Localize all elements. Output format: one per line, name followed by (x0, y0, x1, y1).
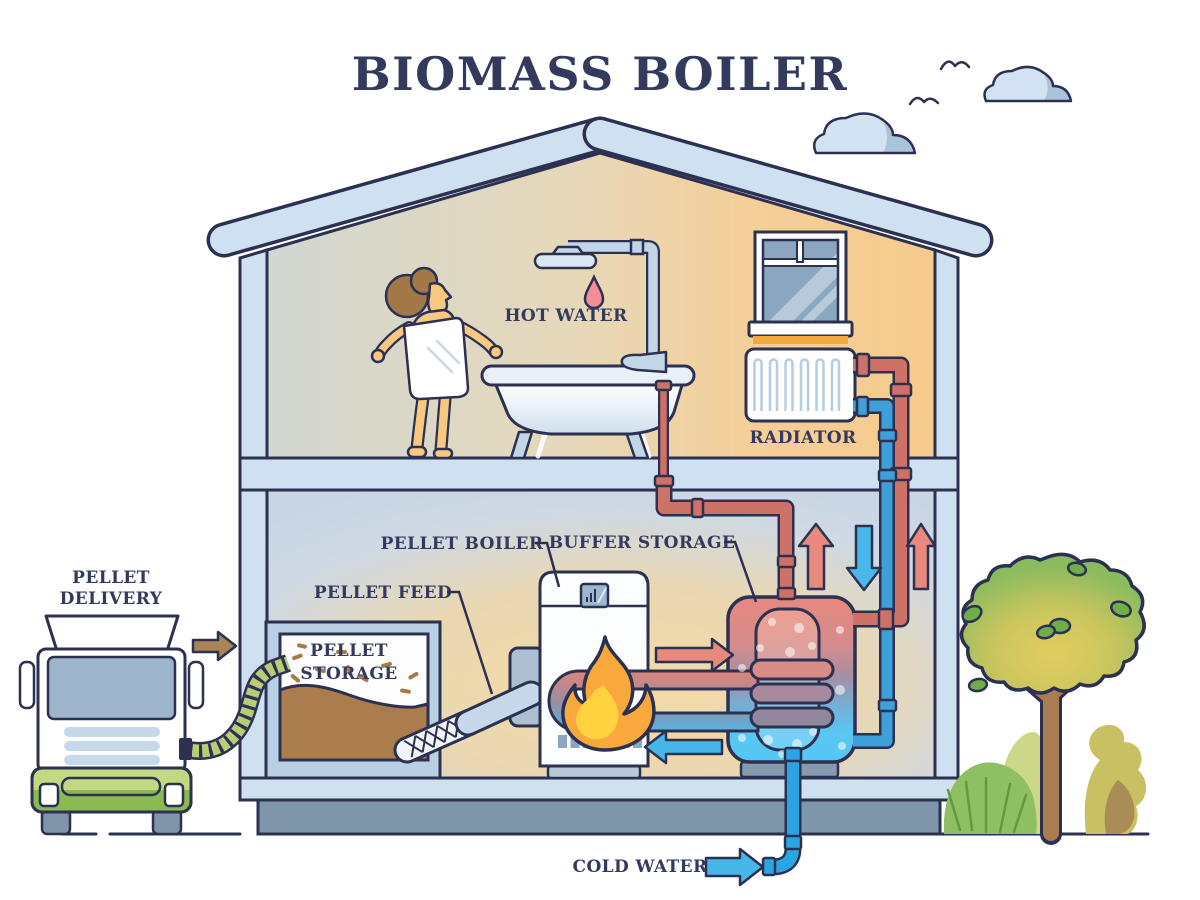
radiator (744, 347, 857, 423)
window-sill (747, 320, 854, 338)
pellet-delivery-label: PELLET (72, 568, 150, 588)
window (747, 230, 854, 344)
callout-labels: PELLET BOILER BUFFER STORAGE PELLET FEED (314, 533, 758, 695)
shower (533, 238, 660, 378)
roof-left-slope (206, 116, 618, 258)
pipe-couplings (653, 352, 913, 851)
flow-arrows (643, 522, 937, 887)
pipe-bath-supply (655, 383, 795, 600)
page-title: BIOMASS BOILER (352, 47, 848, 101)
woman-figure (370, 266, 504, 460)
arrow-up-hot-icon (905, 522, 937, 591)
arrow-down-cold-icon (845, 524, 883, 592)
arrow-cold-water-icon (704, 847, 765, 887)
pipe-radiator-supply (853, 356, 910, 628)
bird-icon (939, 60, 971, 71)
heat-coil (749, 658, 835, 729)
arrow-right-hot-icon (654, 637, 735, 673)
tree (959, 552, 1146, 845)
svg-text:DELIVERY: DELIVERY (60, 589, 163, 609)
house-floor-band (238, 776, 960, 802)
leaf-icon (961, 561, 1132, 693)
delivery-truck (18, 614, 205, 836)
cloud-icon (813, 112, 917, 155)
pellet-bits (290, 643, 419, 694)
bushes (943, 724, 1147, 834)
delivery-hose (179, 654, 292, 760)
pellet-feed-label: PELLET FEED (314, 583, 452, 603)
pellet-pile (278, 683, 430, 762)
auger-screw (393, 680, 545, 764)
svg-text:PELLET: PELLET (310, 641, 388, 661)
sky (813, 60, 1073, 155)
buffer-storage-label: BUFFER STORAGE (549, 533, 735, 553)
pellet-boiler-label: PELLET BOILER (381, 534, 544, 554)
pipe-radiator-return (853, 398, 895, 749)
house-foundation (256, 798, 942, 836)
right-wall (933, 247, 960, 780)
cloud-icon (983, 65, 1073, 103)
hot-water-label: HOT WATER (504, 306, 628, 326)
faucet-icon (620, 350, 668, 374)
arrow-left-cold-icon (643, 729, 724, 765)
bird-icon (908, 96, 940, 106)
flame-icon (561, 635, 656, 752)
cold-water-label: COLD WATER (573, 857, 708, 877)
radiator-label: RADIATOR (749, 428, 857, 448)
water-drop-icon (583, 273, 605, 310)
bathtub (480, 364, 696, 460)
windshield (46, 655, 177, 721)
grille-bars (64, 727, 160, 765)
roof-right-slope (582, 116, 994, 258)
floor-divider (238, 456, 960, 492)
svg-text:STORAGE: STORAGE (300, 664, 397, 684)
pellet-arrow-icon (191, 630, 238, 662)
tank-bubbles (738, 618, 846, 758)
arrow-up-hot-icon (797, 522, 835, 591)
